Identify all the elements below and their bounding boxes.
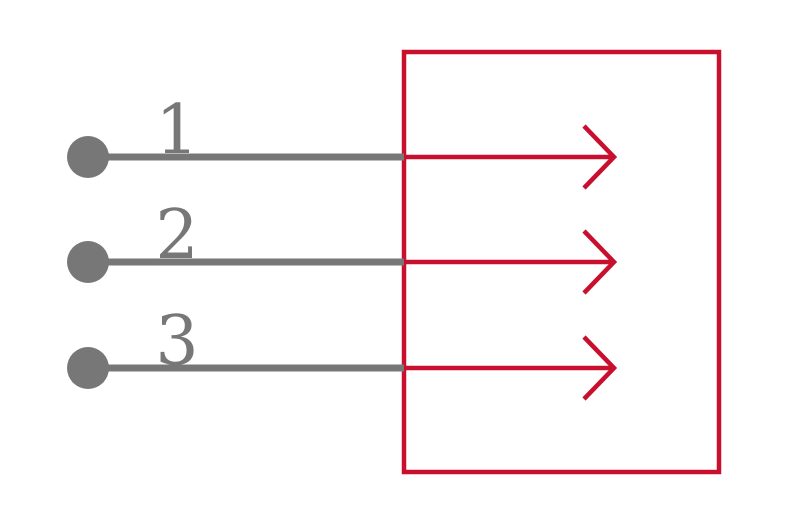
input-arrow-icon bbox=[582, 124, 618, 190]
pin-3: 3 bbox=[67, 302, 618, 401]
pin-1: 1 bbox=[67, 91, 618, 190]
pin-terminal bbox=[67, 136, 109, 178]
pin-2: 2 bbox=[67, 196, 618, 295]
pin-terminal bbox=[67, 347, 109, 389]
pin-terminal bbox=[67, 241, 109, 283]
pin-number-label: 3 bbox=[155, 302, 198, 381]
pin-number-label: 1 bbox=[155, 91, 198, 170]
pin-number-label: 2 bbox=[155, 196, 198, 275]
input-arrow-icon bbox=[582, 335, 618, 401]
input-arrow-icon bbox=[582, 229, 618, 295]
